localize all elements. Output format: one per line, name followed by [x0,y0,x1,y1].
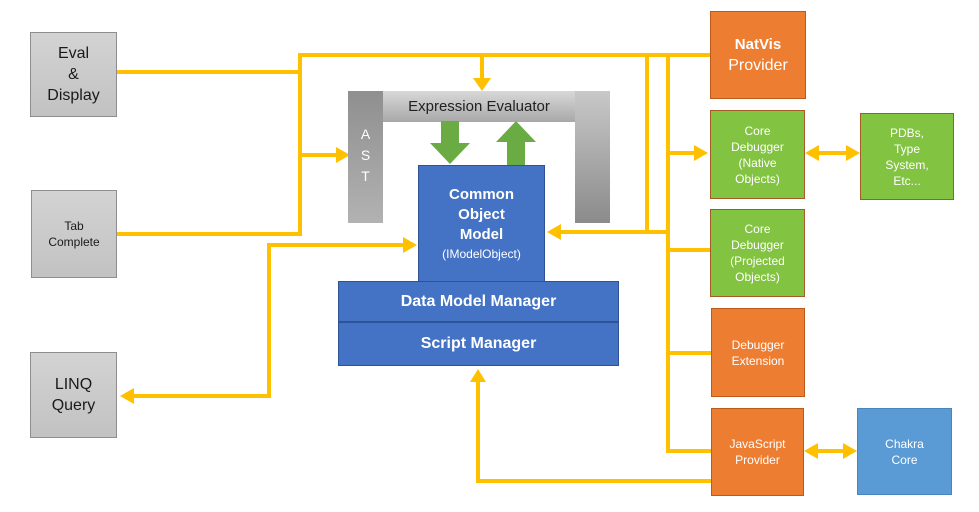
connector-linq-v [267,245,271,398]
node-data-model-manager: Data Model Manager [338,281,619,322]
arrowhead-into-chakra [843,443,857,459]
connector-com-left-h [267,243,403,247]
connector-script-manager-v [476,381,480,483]
connector-left-rail-v [298,53,302,236]
connector-expressionevaluator-drop-v [480,57,484,79]
connector-coredebugger-projected-h [670,248,710,252]
connector-chakra-shaft [815,449,846,453]
node-pdbs-type-system: PDBs, Type System, Etc... [860,113,954,200]
connector-right-rail-a-v [645,57,649,234]
connector-ast-h [302,153,336,157]
green-up-arrow-shaft [507,142,525,166]
arrowhead-into-jsprovider-from-chakra [804,443,818,459]
node-javascript-provider: JavaScript Provider [711,408,804,496]
node-core-debugger-native: Core Debugger (Native Objects) [710,110,805,199]
connector-script-manager-h [476,479,711,483]
expression-evaluator-bar: Expression Evaluator [383,91,575,122]
node-debugger-extension: Debugger Extension [711,308,805,397]
connector-right-rail-b-v [666,57,670,453]
arrowhead-into-com-left [403,237,417,253]
connector-tabcomplete-h [117,232,302,236]
natvis-title: NatVis [734,35,782,53]
node-core-debugger-projected: Core Debugger (Projected Objects) [710,209,805,297]
node-eval-display: Eval & Display [30,32,117,117]
evaluator-right-column [575,91,610,223]
arrowhead-into-coredebugger-native [694,145,708,161]
arrowhead-into-coredebugger-from-pdbs [805,145,819,161]
node-chakra-core: Chakra Core [857,408,952,495]
node-linq-query: LINQ Query [30,352,117,438]
arrowhead-into-script-manager [470,369,486,382]
connector-javascript-provider-h [666,449,711,453]
connector-linq-bottom-h [134,394,271,398]
connector-evaldisplay-h [117,70,302,74]
connector-coredebugger-native-h [670,151,694,155]
arrowhead-into-linq-query [120,388,134,404]
node-tab-complete: Tab Complete [31,190,117,278]
natvis-subtitle: Provider [728,56,788,74]
green-down-arrow-shaft [441,121,459,143]
node-script-manager: Script Manager [338,322,619,366]
ast-column [348,91,383,223]
node-common-object-model: Common Object Model (IModelObject) [418,165,545,282]
arrowhead-into-com-right [547,224,561,240]
connector-top-rail-h [298,53,710,57]
common-object-model-title: Common Object Model [449,186,514,243]
common-object-model-subtitle: (IModelObject) [442,247,521,261]
connector-pdbs-shaft [816,151,848,155]
ast-label: A S T [360,126,371,184]
green-up-arrow-head [496,121,536,142]
node-natvis-provider: NatVis Provider [710,11,806,99]
expression-evaluator-label: Expression Evaluator [408,98,550,115]
connector-com-right-h [561,230,668,234]
arrowhead-into-pdbs [846,145,860,161]
arrowhead-into-expression-evaluator [473,78,491,91]
connector-debugger-extension-h [670,351,711,355]
green-down-arrow-head [430,143,470,164]
arrowhead-into-ast [336,147,350,163]
